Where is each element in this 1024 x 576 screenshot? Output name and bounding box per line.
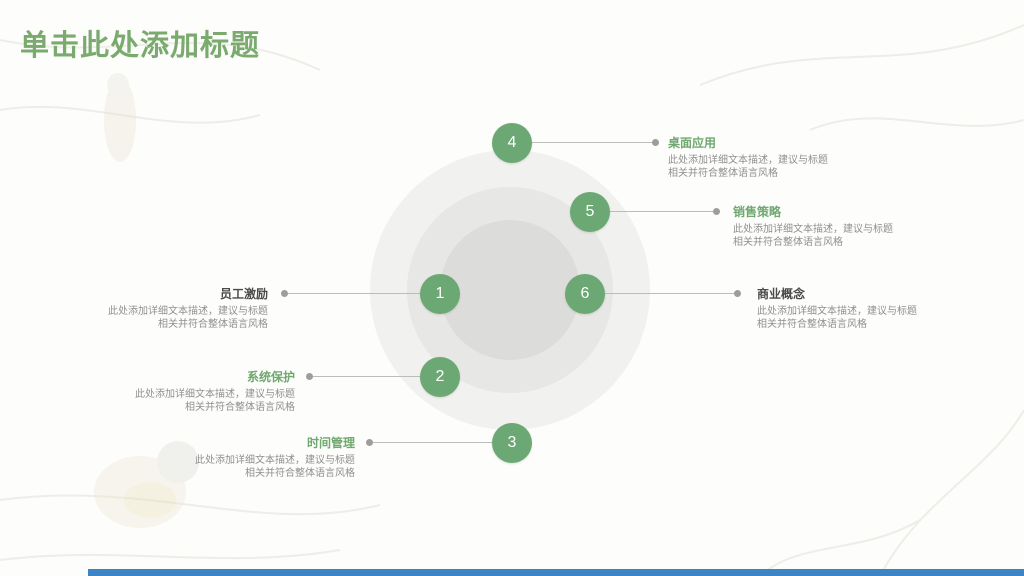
desc-line-2: 相关并符合整体语言风格	[245, 468, 355, 479]
connector-line-1	[288, 293, 420, 294]
node-description-4: 此处添加详细文本描述，建议与标题 相关并符合整体语言风格	[668, 154, 898, 180]
node-title-6[interactable]: 商业概念	[757, 287, 806, 301]
node-title-3[interactable]: 时间管理	[306, 436, 355, 450]
node-label-3[interactable]: 时间管理 此处添加详细文本描述，建议与标题 相关并符合整体语言风格	[125, 436, 355, 480]
node-title-1[interactable]: 员工激励	[219, 287, 268, 301]
desc-line-2: 相关并符合整体语言风格	[158, 319, 268, 330]
node-title-4[interactable]: 桌面应用	[668, 136, 717, 150]
desc-line-1: 此处添加详细文本描述，建议与标题	[108, 306, 268, 317]
endpoint-dot-1	[281, 290, 288, 297]
node-badge-4[interactable]: 4	[492, 123, 532, 163]
endpoint-dot-2	[306, 373, 313, 380]
desc-line-2: 相关并符合整体语言风格	[668, 168, 778, 179]
endpoint-dot-6	[734, 290, 741, 297]
node-description-1: 此处添加详细文本描述，建议与标题 相关并符合整体语言风格	[38, 305, 268, 331]
node-label-6[interactable]: 商业概念 此处添加详细文本描述，建议与标题 相关并符合整体语言风格	[757, 287, 987, 331]
desc-line-2: 相关并符合整体语言风格	[185, 402, 295, 413]
node-title-5[interactable]: 销售策略	[733, 205, 782, 219]
node-label-1[interactable]: 员工激励 此处添加详细文本描述，建议与标题 相关并符合整体语言风格	[38, 287, 268, 331]
desc-line-1: 此处添加详细文本描述，建议与标题	[668, 155, 828, 166]
connector-line-5	[610, 211, 714, 212]
connector-line-6	[605, 293, 735, 294]
node-label-4[interactable]: 桌面应用 此处添加详细文本描述，建议与标题 相关并符合整体语言风格	[668, 136, 898, 180]
node-badge-5[interactable]: 5	[570, 192, 610, 232]
connector-line-4	[532, 142, 653, 143]
concentric-ring-inner	[440, 220, 580, 360]
node-badge-1[interactable]: 1	[420, 274, 460, 314]
bottom-accent-bar	[88, 569, 1024, 576]
desc-line-1: 此处添加详细文本描述，建议与标题	[135, 389, 295, 400]
desc-line-1: 此处添加详细文本描述，建议与标题	[733, 224, 893, 235]
node-description-5: 此处添加详细文本描述，建议与标题 相关并符合整体语言风格	[733, 223, 963, 249]
desc-line-2: 相关并符合整体语言风格	[757, 319, 867, 330]
node-label-5[interactable]: 销售策略 此处添加详细文本描述，建议与标题 相关并符合整体语言风格	[733, 205, 963, 249]
desc-line-2: 相关并符合整体语言风格	[733, 237, 843, 248]
endpoint-dot-3	[366, 439, 373, 446]
connector-line-2	[313, 376, 420, 377]
node-description-3: 此处添加详细文本描述，建议与标题 相关并符合整体语言风格	[125, 454, 355, 480]
slide-title[interactable]: 单击此处添加标题	[20, 30, 261, 62]
desc-line-1: 此处添加详细文本描述，建议与标题	[195, 455, 355, 466]
node-description-2: 此处添加详细文本描述，建议与标题 相关并符合整体语言风格	[65, 388, 295, 414]
node-title-2[interactable]: 系统保护	[246, 370, 295, 384]
endpoint-dot-5	[713, 208, 720, 215]
node-badge-2[interactable]: 2	[420, 357, 460, 397]
endpoint-dot-4	[652, 139, 659, 146]
node-description-6: 此处添加详细文本描述，建议与标题 相关并符合整体语言风格	[757, 305, 987, 331]
desc-line-1: 此处添加详细文本描述，建议与标题	[757, 306, 917, 317]
node-label-2[interactable]: 系统保护 此处添加详细文本描述，建议与标题 相关并符合整体语言风格	[65, 370, 295, 414]
node-badge-6[interactable]: 6	[565, 274, 605, 314]
node-badge-3[interactable]: 3	[492, 423, 532, 463]
connector-line-3	[373, 442, 492, 443]
